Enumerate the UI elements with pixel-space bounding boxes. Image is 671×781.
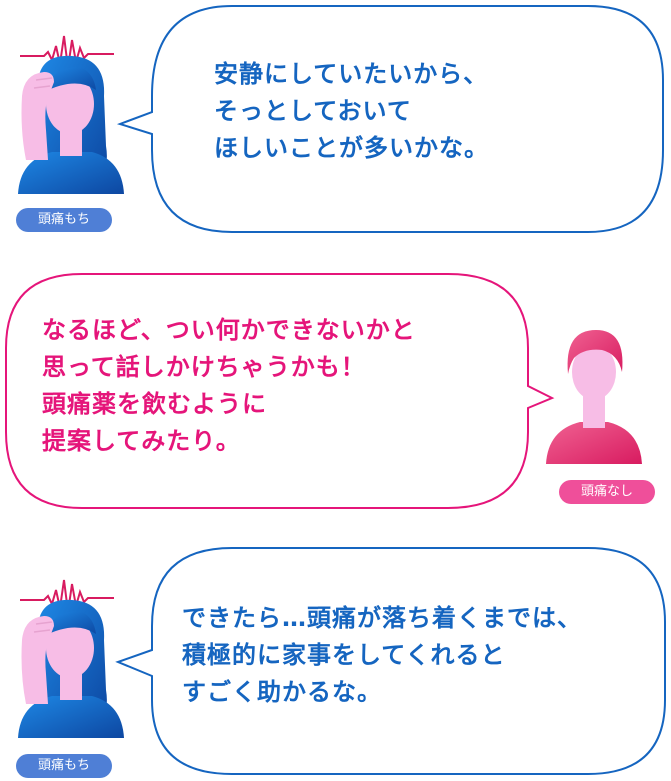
- message-row-3: できたら…頭痛が落ち着くまでは、 積極的に家事をしてくれると すごく助かるな。 …: [0, 542, 671, 781]
- person-icon: [544, 322, 644, 468]
- message-text-2: なるほど、つい何かできないかと 思って話しかけちゃうかも！ 頭痛薬を飲むように …: [42, 316, 416, 455]
- speaker-tag-3: 頭痛もち: [16, 754, 112, 778]
- message-text-1: 安静にしていたいから、 そっとしておいて ほしいことが多いかな。: [214, 60, 489, 162]
- speech-bubble-2: [5, 273, 555, 509]
- speaker-tag-2: 頭痛なし: [559, 480, 655, 504]
- speech-bubble-1: [116, 5, 664, 233]
- message-row-1: 安静にしていたいから、 そっとしておいて ほしいことが多いかな。: [0, 0, 671, 240]
- speaker-tag-1: 頭痛もち: [16, 208, 112, 232]
- woman-headache-icon: [14, 578, 126, 742]
- message-text-3: できたら…頭痛が落ち着くまでは、 積極的に家事をしてくれると すごく助かるな。: [182, 604, 582, 706]
- woman-headache-icon: [14, 34, 126, 198]
- message-row-2: なるほど、つい何かできないかと 思って話しかけちゃうかも！ 頭痛薬を飲むように …: [0, 268, 671, 513]
- speech-bubble-3: [115, 547, 666, 775]
